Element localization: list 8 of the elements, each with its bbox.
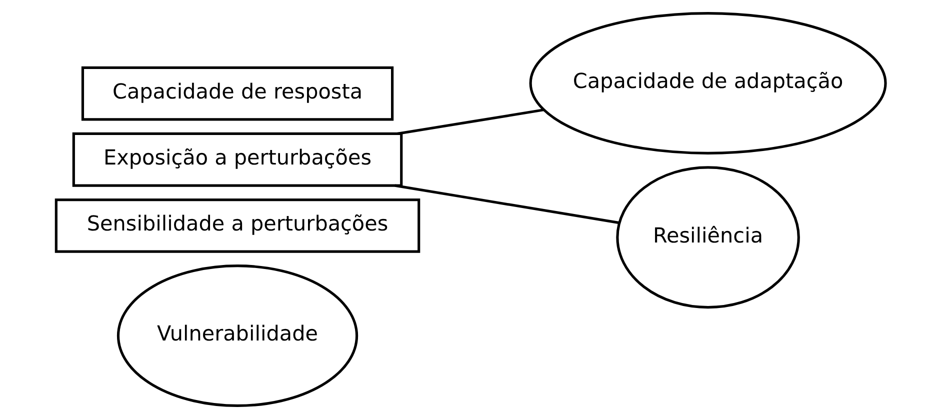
node-ellipse: Resiliência bbox=[616, 166, 800, 309]
node-box: Exposição a perturbações bbox=[72, 132, 403, 187]
node-ellipse: Vulnerabilidade bbox=[116, 264, 358, 408]
node-box: Sensibilidade a perturbações bbox=[54, 198, 420, 253]
node-box: Capacidade de resposta bbox=[81, 66, 394, 121]
connector bbox=[397, 108, 544, 135]
node-ellipse: Capacidade de adaptação bbox=[529, 12, 887, 154]
connector bbox=[394, 184, 620, 224]
